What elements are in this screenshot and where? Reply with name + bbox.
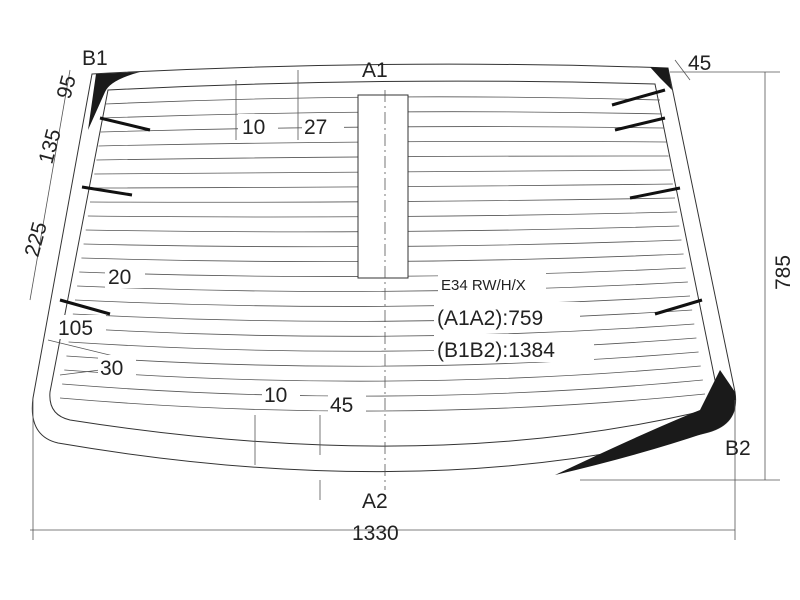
point-b2-label: B2	[725, 437, 751, 460]
a1a2-length: (A1A2):759	[437, 307, 543, 330]
point-a2-label: A2	[362, 490, 388, 513]
heating-line	[62, 379, 703, 397]
dim-top-right: 45	[688, 52, 711, 75]
heating-line	[68, 337, 697, 352]
dim-inner-20: 20	[108, 266, 131, 289]
dimension-lines	[29, 59, 780, 540]
dim-height-785: 785	[772, 255, 795, 290]
heating-line	[59, 393, 706, 412]
point-a1-label: A1	[362, 59, 388, 82]
dim-top-27: 27	[304, 116, 327, 139]
heating-line	[70, 323, 695, 337]
dim-left-105: 105	[58, 317, 93, 340]
dim-left-135: 135	[35, 126, 66, 166]
b1b2-length: (B1B2):1384	[437, 339, 555, 362]
glass-inner-border	[49, 80, 717, 447]
dim-left-30: 30	[100, 357, 123, 380]
heating-line	[66, 351, 699, 367]
ceramic-corner-top-left	[88, 72, 140, 130]
point-b1-label: B1	[82, 47, 108, 70]
dim-left-95: 95	[53, 73, 81, 102]
ceramic-corner-bottom-right	[555, 370, 736, 475]
model-code: E34 RW/H/X	[441, 277, 526, 294]
terminals	[59, 88, 703, 316]
dim-width-1330: 1330	[352, 522, 399, 545]
dim-left-225: 225	[21, 219, 52, 259]
dim-bottom-10: 10	[264, 384, 287, 407]
dim-bottom-45: 45	[330, 394, 353, 417]
heating-line	[74, 295, 691, 307]
heating-line	[77, 281, 688, 292]
heating-line	[64, 365, 701, 382]
heating-line	[72, 309, 693, 322]
center-band	[357, 94, 409, 279]
ceramic-corner-top-right	[650, 67, 672, 90]
dim-top-10: 10	[242, 116, 265, 139]
